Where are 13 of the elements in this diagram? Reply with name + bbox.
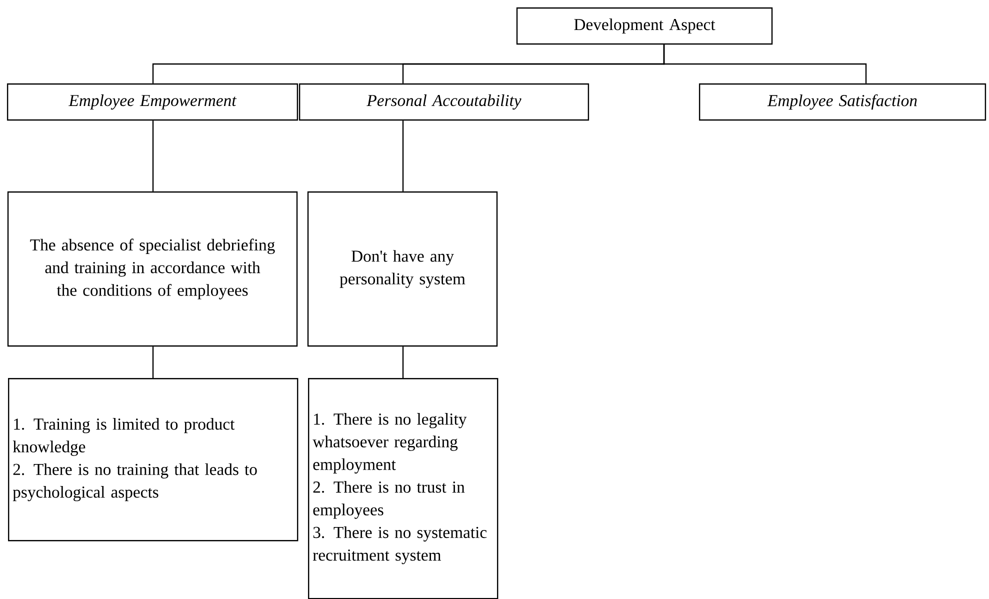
detail-box: 1. There is no legality whatsoever regarding employment 2. There is no trust in employees 3. There is no systematic recruitment system — [308, 378, 498, 599]
connector — [152, 346, 154, 378]
category-box: Employee Satisfaction — [698, 83, 986, 121]
category-box: Personal Accoutability — [298, 83, 590, 121]
connector — [663, 44, 867, 84]
connector — [402, 346, 404, 378]
problem-box: Don't have any personality system — [307, 191, 498, 347]
connector — [152, 120, 154, 192]
detail-box: 1. Training is limited to product knowledge 2. There is no training that leads to psychological aspects — [8, 378, 298, 542]
connector — [402, 120, 404, 192]
category-box: Employee Empowerment — [6, 83, 298, 121]
problem-box: The absence of specialist debriefing and training in accordance with the conditions of employees — [7, 191, 298, 347]
heading-box: Development Aspect — [516, 7, 773, 45]
